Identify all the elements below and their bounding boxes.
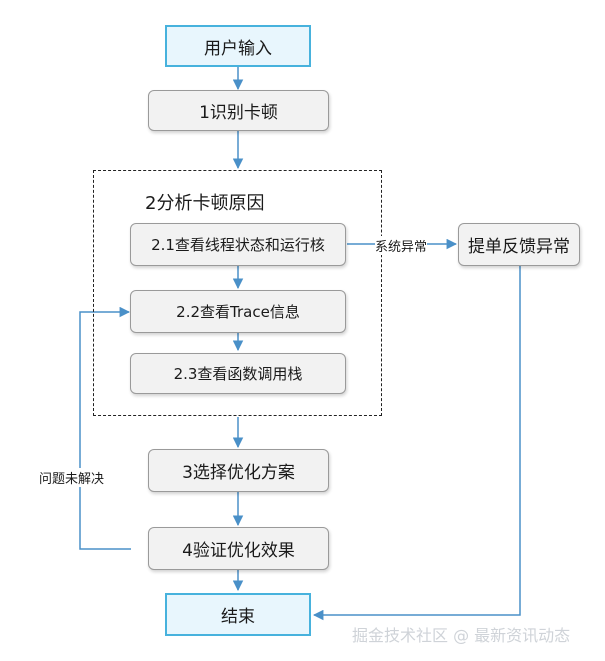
node-identify-lag-label: 1识别卡顿 — [199, 103, 278, 123]
node-check-thread-state: 2.1查看线程状态和运行核 — [130, 223, 346, 266]
node-identify-lag: 1识别卡顿 — [148, 90, 329, 131]
analysis-group-title: 2分析卡顿原因 — [145, 193, 265, 214]
node-report-exception-label: 提单反馈异常 — [468, 237, 570, 257]
node-check-trace: 2.2查看Trace信息 — [130, 290, 346, 333]
node-check-call-stack: 2.3查看函数调用栈 — [130, 353, 346, 394]
node-check-thread-state-label: 2.1查看线程状态和运行核 — [151, 236, 325, 254]
node-user-input-label: 用户输入 — [204, 38, 272, 59]
arrow-report-to-end — [312, 266, 521, 621]
node-verify-effect: 4验证优化效果 — [148, 527, 329, 570]
node-verify-effect-label: 4验证优化效果 — [182, 541, 295, 561]
node-end: 结束 — [165, 593, 311, 636]
watermark: 掘金技术社区 @ 最新资讯动态 — [352, 626, 571, 645]
node-select-solution: 3选择优化方案 — [148, 449, 329, 492]
node-check-call-stack-label: 2.3查看函数调用栈 — [173, 365, 303, 383]
node-user-input: 用户输入 — [165, 25, 311, 67]
node-check-trace-label: 2.2查看Trace信息 — [176, 303, 300, 321]
analysis-group-box — [93, 170, 382, 416]
label-unresolved: 问题未解决 — [39, 468, 105, 487]
label-system-exception: 系统异常 — [375, 236, 428, 255]
arrow-verify-loop-to-22 — [79, 306, 131, 550]
node-end-label: 结束 — [221, 607, 255, 627]
node-report-exception: 提单反馈异常 — [458, 223, 580, 266]
node-select-solution-label: 3选择优化方案 — [182, 463, 295, 483]
